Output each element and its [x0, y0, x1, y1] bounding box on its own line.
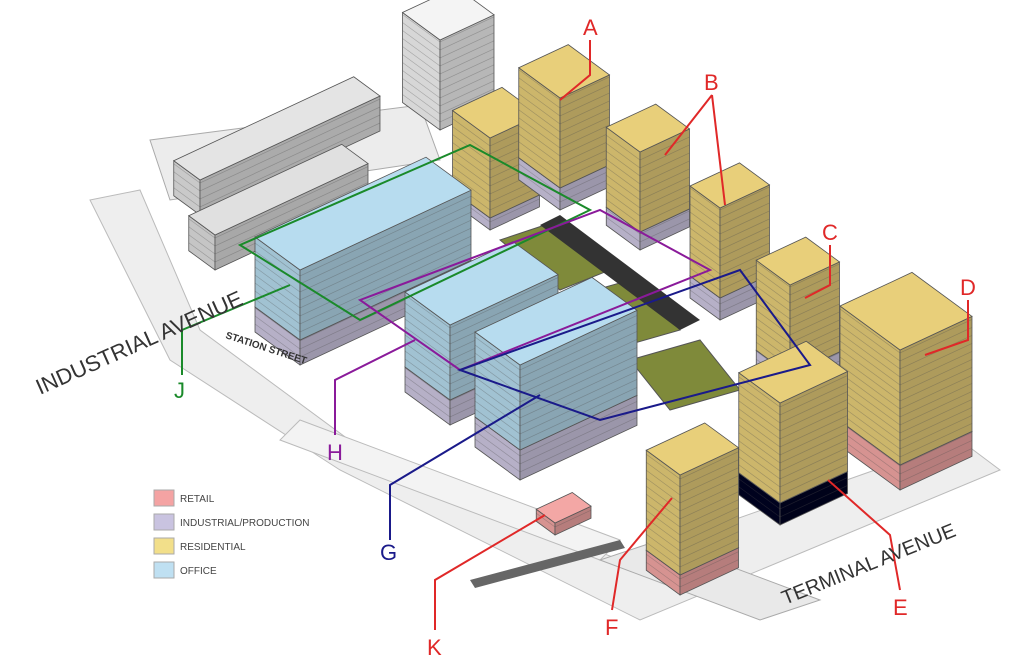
legend-swatch-office [153, 561, 175, 579]
building-e [737, 340, 849, 504]
outline-j [237, 143, 593, 322]
callout-d [924, 300, 969, 356]
callouts [181, 40, 969, 630]
label-c: C [822, 220, 838, 245]
building-office-j [254, 156, 472, 341]
callout-a [559, 40, 591, 101]
callout-h [334, 339, 416, 435]
label-j: J [174, 378, 185, 403]
label-h: H [327, 440, 343, 465]
callout-c [804, 245, 831, 299]
label-k: K [427, 635, 442, 660]
legend: RETAIL INDUSTRIAL/PRODUCTION RESIDENTIAL… [153, 489, 309, 579]
building-a [517, 44, 611, 189]
buildings [172, 0, 973, 596]
building-grey-2 [187, 143, 369, 271]
building-k-retail [535, 491, 592, 536]
building-f [645, 422, 740, 576]
callout-e [827, 479, 901, 591]
callout-j [181, 284, 291, 375]
legend-label-office: OFFICE [180, 566, 217, 577]
label-a: A [583, 15, 598, 40]
legend-label-industrial: INDUSTRIAL/PRODUCTION [180, 518, 309, 529]
callout-b [664, 94, 726, 206]
building-d [839, 271, 973, 466]
label-g: G [380, 540, 397, 565]
callout-k [434, 514, 546, 630]
legend-label-residential: RESIDENTIAL [180, 542, 246, 553]
callout-f [611, 497, 673, 611]
legend-swatch-industrial [153, 513, 175, 531]
callout-g [389, 394, 541, 540]
building-grey-1 [172, 76, 381, 216]
label-e: E [893, 595, 908, 620]
legend-swatch-retail [153, 489, 175, 507]
label-d: D [960, 275, 976, 300]
outline-h [357, 208, 713, 372]
building-b1 [605, 103, 691, 233]
outline-g [457, 268, 812, 422]
legend-swatch-residential [153, 537, 175, 555]
legend-label-retail: RETAIL [180, 494, 215, 505]
label-b: B [704, 70, 719, 95]
building-office-g [474, 276, 638, 451]
callout-letters: A B C D E F G H J K [174, 15, 976, 660]
label-f: F [605, 615, 618, 640]
